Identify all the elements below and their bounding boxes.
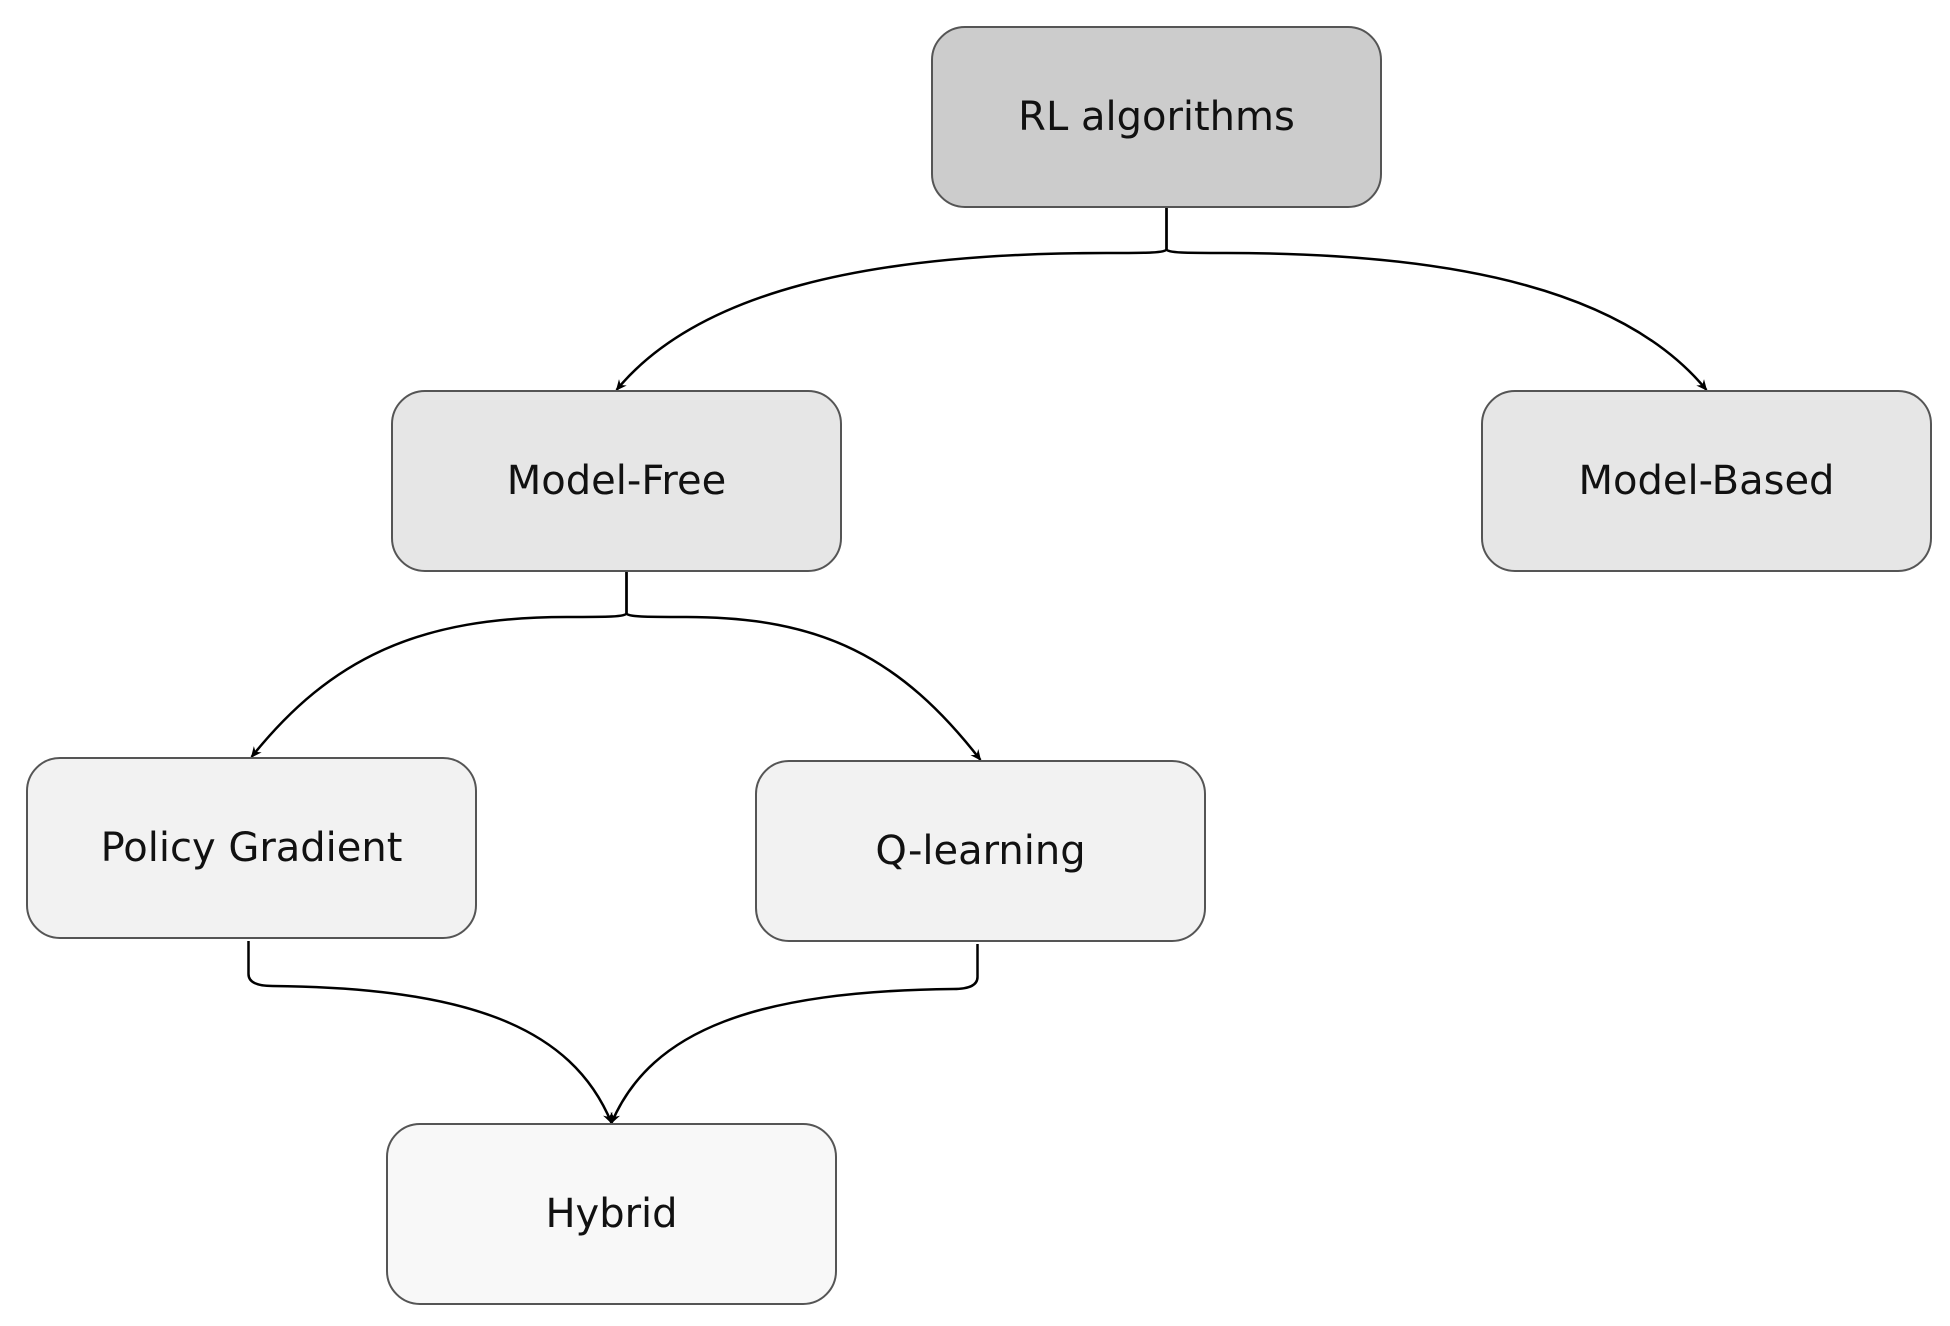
- edge-model-free-to-policy-gradient: [250, 572, 628, 758]
- edge-q-learning-to-hybrid: [610, 944, 979, 1124]
- edge-model-free-to-q-learning: [625, 572, 982, 761]
- edge-root-to-model-based: [1165, 208, 1708, 391]
- node-q-learning: Q-learning: [755, 760, 1206, 942]
- node-rl-algorithms: RL algorithms: [931, 26, 1382, 208]
- edge-policy-gradient-to-hybrid: [247, 941, 613, 1124]
- node-policy-gradient: Policy Gradient: [26, 757, 477, 939]
- node-label: Q-learning: [875, 828, 1086, 874]
- node-label: Model-Based: [1578, 458, 1835, 504]
- node-model-free: Model-Free: [391, 390, 842, 572]
- node-label: Policy Gradient: [100, 825, 403, 871]
- node-hybrid: Hybrid: [386, 1123, 837, 1305]
- edge-root-to-model-free: [615, 208, 1168, 391]
- node-label: Model-Free: [506, 458, 727, 504]
- node-model-based: Model-Based: [1481, 390, 1932, 572]
- node-label: RL algorithms: [1018, 94, 1295, 140]
- node-label: Hybrid: [545, 1191, 678, 1237]
